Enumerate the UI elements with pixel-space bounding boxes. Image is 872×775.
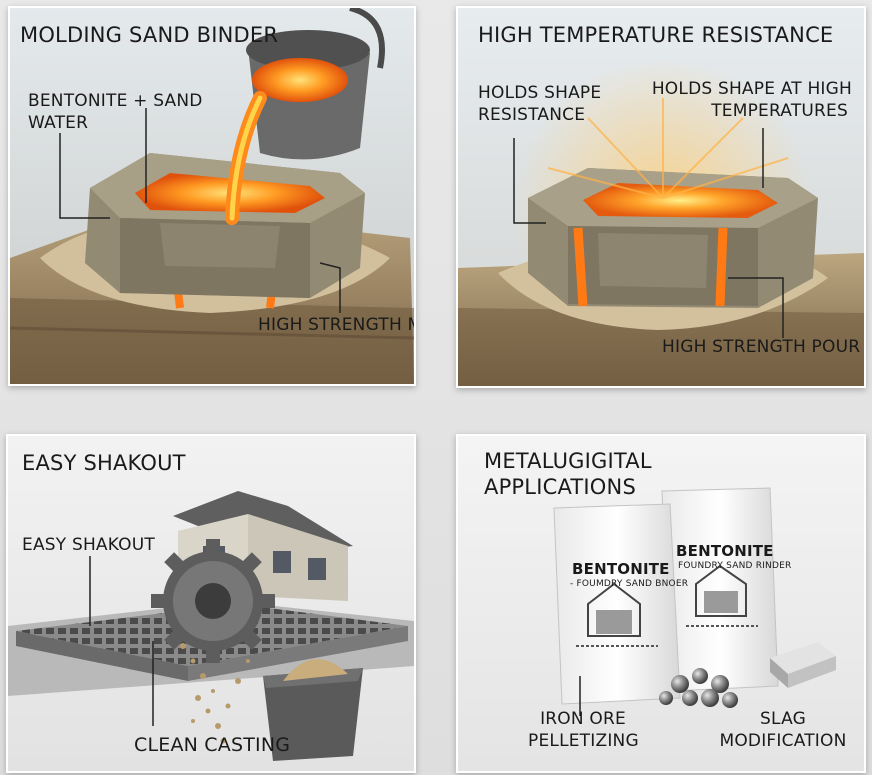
label-slag: SLAG bbox=[760, 709, 806, 729]
shakeout-illustration bbox=[8, 436, 414, 771]
label-holds-shape: HOLDS SHAPE bbox=[478, 83, 602, 103]
bag-icon bbox=[553, 503, 681, 705]
panel-molding-sand-binder: MOLDING SAND BINDER BENTONITE + SAND WAT… bbox=[8, 6, 416, 386]
panel-high-temperature: HIGH TEMPERATURE RESISTANCE HOLDS SHAPE … bbox=[456, 6, 866, 388]
temperature-illustration bbox=[458, 8, 864, 386]
applications-illustration bbox=[458, 436, 864, 771]
label-ingredients: BENTONITE + SAND bbox=[28, 91, 203, 111]
bag1-sub: - FOUMDRY SAND BNOER bbox=[570, 579, 689, 589]
label-holds-high-1: HOLDS SHAPE AT HIGH bbox=[651, 79, 852, 99]
label-shakeout: EASY SHAKOUT bbox=[22, 535, 155, 555]
panel-title: HIGH TEMPERATURE RESISTANCE bbox=[478, 23, 834, 47]
panel-title-line2: APPLICATIONS bbox=[484, 475, 636, 499]
label-water: WATER bbox=[28, 113, 89, 133]
label-mold: HIGH STRENGTH MOLD bbox=[258, 315, 414, 335]
bag1-brand: BENTONITE bbox=[572, 560, 670, 578]
label-casting: CLEAN CASTING bbox=[134, 734, 291, 756]
falling-sand bbox=[180, 643, 250, 744]
bag2-sub: FOUNDRY SAND RINDER bbox=[678, 561, 792, 571]
molding-illustration bbox=[10, 8, 414, 384]
label-modification: MODIFICATION bbox=[719, 731, 847, 751]
panel-easy-shakeout: EASY SHAKOUT EASY SHAKOUT CLEAN CASTING bbox=[6, 434, 416, 773]
panel-applications: METALUGIGITAL APPLICATIONS BENTONITE - F… bbox=[456, 434, 866, 773]
panel-title: MOLDING SAND BINDER bbox=[20, 23, 279, 47]
label-pelletizing: PELLETIZING bbox=[528, 731, 639, 751]
panel-title: EASY SHAKOUT bbox=[22, 451, 186, 475]
label-resistance: RESISTANCE bbox=[478, 105, 586, 125]
sand-bin bbox=[263, 659, 363, 761]
bag2-brand: BENTONITE bbox=[676, 542, 774, 560]
panel-title-line1: METALUGIGITAL bbox=[484, 449, 652, 473]
label-iron-ore: IRON ORE bbox=[540, 709, 626, 729]
ladle-icon bbox=[246, 8, 385, 160]
label-pour: HIGH STRENGTH POUR bbox=[662, 337, 861, 357]
pellet-icon bbox=[659, 668, 738, 708]
ingot-icon bbox=[770, 642, 836, 688]
label-holds-high-2: TEMPERATURES bbox=[711, 101, 848, 121]
gear-icon bbox=[151, 539, 275, 663]
